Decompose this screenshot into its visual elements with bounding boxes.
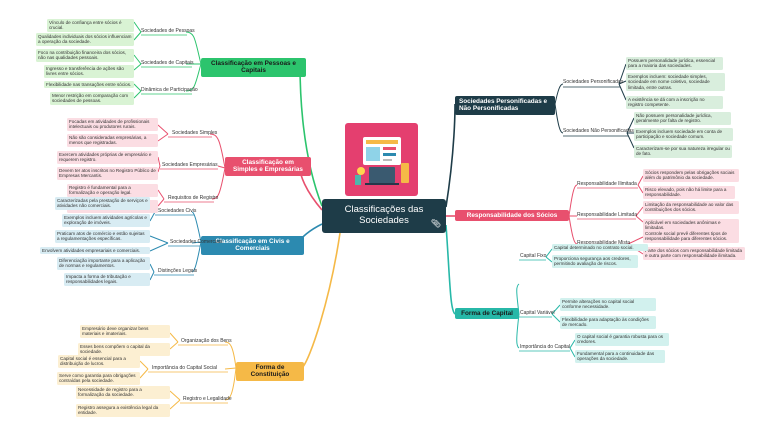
leaf-nao-possuem-personalidade[interactable]: Não possuem personalidade jurídica, gera… xyxy=(634,112,731,125)
presentation-illustration xyxy=(355,137,409,185)
branch-forma-constituicao[interactable]: Forma de Constituição xyxy=(236,362,304,381)
topic-sociedades-pessoas[interactable]: Sociedades de Pessoas xyxy=(141,28,195,34)
topic-importancia-capital-social[interactable]: Importância do Capital Social xyxy=(152,365,218,371)
leaf-existencia-inscricao[interactable]: A existência se dá com a inscrição no re… xyxy=(626,96,723,109)
leaf-qualidades-individuais[interactable]: Qualidades individuais dos sócios influe… xyxy=(36,33,134,46)
topic-sociedades-comerciais[interactable]: Sociedades Comerciais xyxy=(170,239,223,245)
leaf-bens-compoem[interactable]: Esses bens compõem o capital da sociedad… xyxy=(78,343,170,356)
leaf-capital-essencial[interactable]: Capital social é essencial para a distri… xyxy=(58,355,140,368)
leaf-fundamental-continuidade[interactable]: Fundamental para a continuidade das oper… xyxy=(575,350,665,363)
leaf-flexibilidade-adaptacao[interactable]: Flexibilidade para adaptação às condiçõe… xyxy=(560,316,656,329)
leaf-serve-garantia[interactable]: Serve como garantia para obrigações cont… xyxy=(57,372,140,385)
leaf-possuem-personalidade[interactable]: Possuem personalidade jurídica, essencia… xyxy=(626,57,723,70)
topic-responsabilidade-limitada[interactable]: Responsabilidade Limitada xyxy=(577,212,638,218)
leaf-capital-garantia[interactable]: O capital social é garantia robusta para… xyxy=(575,333,669,346)
leaf-permite-alteracoes[interactable]: Permite alterações no capital social con… xyxy=(560,298,656,311)
leaf-exemplos-incluem-simples[interactable]: Exemplos incluem: sociedade simples, soc… xyxy=(626,73,725,91)
topic-sociedades-nao-personificadas[interactable]: Sociedades Não Personificadas xyxy=(563,128,634,134)
topic-sociedades-personificadas[interactable]: Sociedades Personificadas xyxy=(563,79,624,85)
leaf-limitacao-responsabilidade[interactable]: Limitação da responsabilidade ao valor d… xyxy=(643,201,739,214)
leaf-necessidade-registro[interactable]: Necessidade de registro para a formaliza… xyxy=(76,386,170,399)
leaf-parte-dos-socios[interactable]: Parte dos sócios com responsabilidade li… xyxy=(643,247,745,260)
leaf-envolvem-atividades[interactable]: Envolvem atividades empresariais e comer… xyxy=(40,247,150,255)
central-topic[interactable]: Classificações das Sociedades 📎︎ xyxy=(322,199,446,233)
leaf-focadas-atividades[interactable]: Focadas em atividades de profissionais i… xyxy=(67,118,158,131)
leaf-registro-assegura[interactable]: Registro assegura a existência legal da … xyxy=(76,404,170,417)
leaf-caracterizam-irregular[interactable]: Caracterizam-se por sua natureza irregul… xyxy=(634,145,732,158)
leaf-nao-consideradas[interactable]: Não são consideradas empresárias, a meno… xyxy=(67,134,158,147)
branch-simples-empresarias[interactable]: Classificação em Simples e Empresárias xyxy=(225,157,311,176)
leaf-capital-determinado[interactable]: Capital determinado no contrato social. xyxy=(552,244,648,252)
leaf-proporciona-seguranca[interactable]: Proporciona segurança aos credores, perm… xyxy=(552,255,638,268)
leaf-aplicavel-anonimas[interactable]: Aplicável em sociedades anônimas e limit… xyxy=(643,219,739,232)
leaf-registro-fundamental[interactable]: Registro é fundamental para a formalizaç… xyxy=(67,184,158,197)
topic-sociedades-empresarias[interactable]: Sociedades Empresárias xyxy=(162,162,218,168)
leaf-risco-elevado[interactable]: Risco elevado, pois não há limite para a… xyxy=(643,186,735,199)
leaf-exemplos-agricolas[interactable]: Exemplos incluem atividades agrícolas e … xyxy=(62,214,150,227)
topic-organizacao-bens[interactable]: Organização dos Bens xyxy=(181,338,232,344)
leaf-menor-restricao[interactable]: Menor restrição em comparação com socied… xyxy=(50,92,134,105)
branch-personificadas[interactable]: Sociedades Personificadas e Não Personif… xyxy=(455,96,555,115)
leaf-flexibilidade-transacoes[interactable]: Flexibilidade nas transações entre sócio… xyxy=(44,81,134,89)
topic-distincoes-legais[interactable]: Distinções Legais xyxy=(158,268,198,274)
branch-pessoas-capitais[interactable]: Classificação em Pessoas e Capitais xyxy=(201,58,306,77)
leaf-vinculo-confianca[interactable]: Vínculo de confiança entre sócios é cruc… xyxy=(47,19,134,32)
topic-responsabilidade-mista[interactable]: Responsabilidade Mista xyxy=(577,240,631,246)
leaf-empresario-organizar[interactable]: Empresário deve organizar bens materiais… xyxy=(80,325,170,338)
topic-sociedades-capitais[interactable]: Sociedades de Capitais xyxy=(141,60,194,66)
topic-sociedades-simples[interactable]: Sociedades Simples xyxy=(172,130,218,136)
leaf-devem-ter-atos[interactable]: Devem ter atos inscritos no Registro Púb… xyxy=(57,167,158,180)
leaf-socios-respondem[interactable]: Sócios respondem pelas obrigações sociai… xyxy=(643,169,739,182)
leaf-exercem-atividades[interactable]: Exercem atividades próprias de empresári… xyxy=(57,151,158,164)
central-topic-title: Classificações das Sociedades xyxy=(344,204,424,227)
topic-sociedades-civis[interactable]: Sociedades Civis xyxy=(158,208,197,214)
topic-capital-fixo[interactable]: Capital Fixo xyxy=(520,253,547,259)
branch-civis-comerciais[interactable]: Classificação em Civis e Comerciais xyxy=(201,236,304,255)
branch-responsabilidade-socios[interactable]: Responsabilidade dos Sócios xyxy=(455,210,569,222)
leaf-exemplos-conta-participacao[interactable]: Exemplos incluem sociedade em conta de p… xyxy=(634,128,733,141)
topic-requisitos-registro[interactable]: Requisitos de Registro xyxy=(168,195,219,201)
leaf-impacta-tributacao[interactable]: Impacta a forma de tributação e responsa… xyxy=(64,273,150,286)
leaf-praticam-atos[interactable]: Praticam atos de comércio e estão sujeit… xyxy=(55,230,150,243)
leaf-caracterizadas-servicos[interactable]: Caracterizadas pela prestação de serviço… xyxy=(55,197,150,210)
topic-importancia-capital[interactable]: Importância do Capital xyxy=(520,344,571,350)
leaf-diferenciacao-importante[interactable]: Diferenciação importante para a aplicaçã… xyxy=(57,257,150,270)
topic-responsabilidade-ilimitada[interactable]: Responsabilidade Ilimitada xyxy=(577,181,637,187)
center-illustration xyxy=(345,123,418,196)
leaf-ingresso-transferencia[interactable]: Ingresso e transferência de ações são li… xyxy=(44,65,134,78)
topic-registro-legalidade[interactable]: Registro e Legalidade xyxy=(183,396,232,402)
paperclip-icon: 📎︎ xyxy=(430,219,441,229)
leaf-controle-social[interactable]: Controle social prevê diferentes tipos d… xyxy=(643,230,739,243)
branch-forma-capital[interactable]: Forma de Capital xyxy=(455,308,519,320)
leaf-foco-contribuicao[interactable]: Foco na contribuição financeira dos sóci… xyxy=(36,49,134,62)
topic-capital-variavel[interactable]: Capital Variável xyxy=(520,310,555,316)
topic-dinamica-participacao[interactable]: Dinâmica de Participação xyxy=(141,87,198,93)
